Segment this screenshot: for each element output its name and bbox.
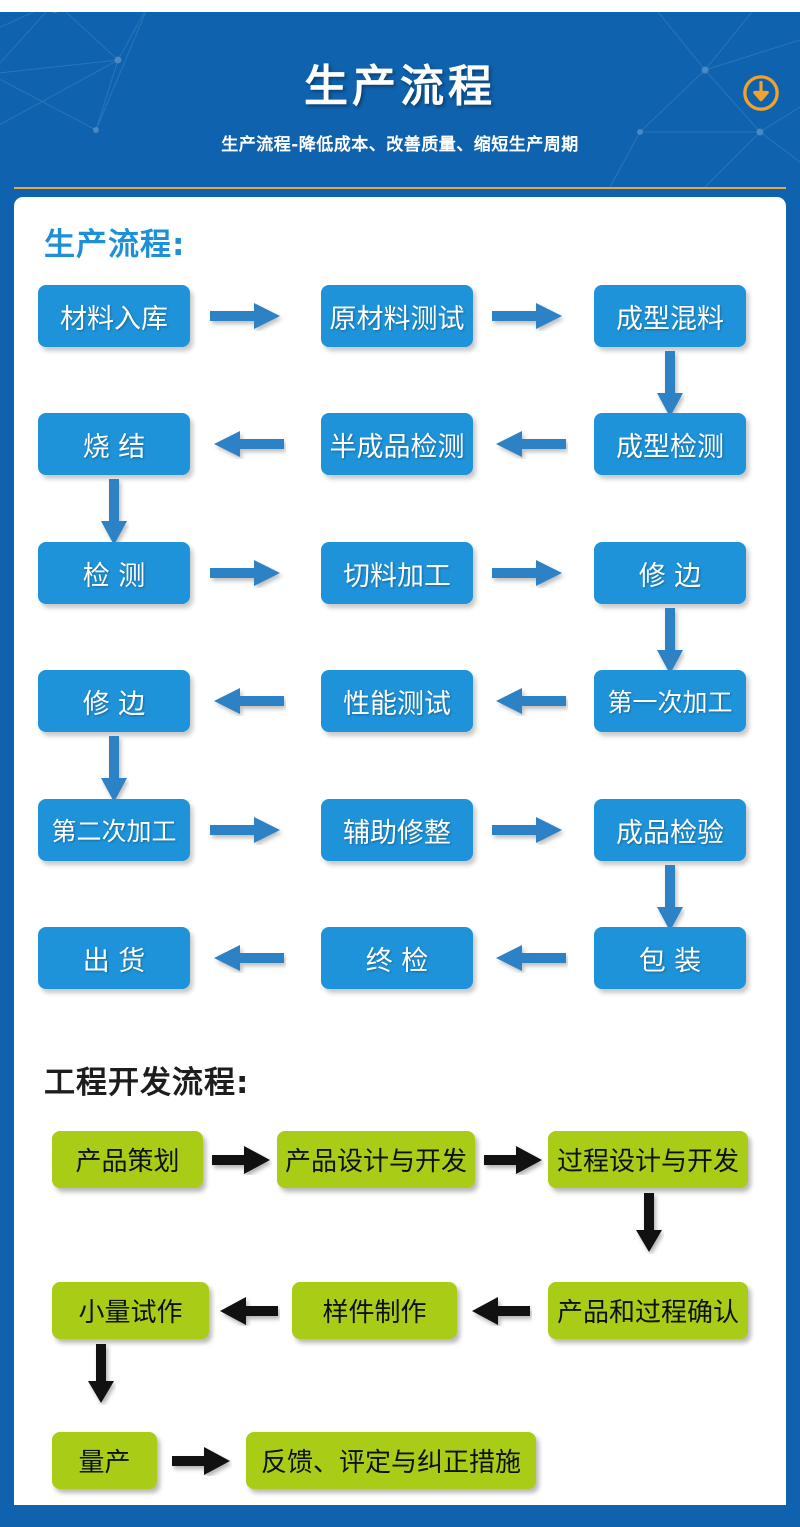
node-label: 样件制作 (322, 1298, 427, 1328)
arrow-right-engineering-0-1 (482, 1145, 544, 1175)
arrow-left-production-1-0 (208, 429, 286, 459)
node-label: 反馈、评定与纠正措施 (260, 1448, 521, 1478)
arrow-left-production-1-1 (490, 429, 568, 459)
arrow-left-engineering-1-1 (470, 1296, 532, 1326)
node-production-5-1[interactable]: 终 检 (321, 927, 473, 989)
node-production-4-0[interactable]: 第二次加工 (38, 799, 190, 861)
arrow-left-production-3-0 (208, 686, 286, 716)
arrow-left-production-3-1 (490, 686, 568, 716)
node-label: 第二次加工 (51, 817, 177, 846)
node-label: 小量试作 (78, 1298, 183, 1328)
network-pattern-decoration (0, 12, 800, 187)
node-engineering-1-2[interactable]: 产品和过程确认 (548, 1282, 748, 1339)
arrow-right-production-0-1 (490, 301, 568, 331)
arrow-down-engineering-0-2 (634, 1192, 664, 1254)
node-label: 性能测试 (343, 688, 451, 720)
node-label: 包 装 (638, 945, 702, 977)
section-heading-engineering: 工程开发流程: (44, 1065, 250, 1101)
node-engineering-0-1[interactable]: 产品设计与开发 (277, 1131, 475, 1188)
node-production-2-2[interactable]: 修 边 (594, 542, 746, 604)
arrow-right-production-4-1 (490, 815, 568, 845)
node-label: 产品设计与开发 (284, 1147, 467, 1177)
arrow-left-engineering-1-0 (218, 1296, 280, 1326)
header-divider (14, 187, 786, 189)
content-card: 生产流程: 材料入库 原材料测试 成型混料 (14, 197, 786, 1517)
page-title: 生产流程 (304, 61, 496, 112)
node-production-5-0[interactable]: 出 货 (38, 927, 190, 989)
node-label: 辅助修整 (343, 817, 451, 849)
arrow-down-production-0-2 (655, 349, 685, 419)
node-production-1-1[interactable]: 半成品检测 (321, 413, 473, 475)
arrow-down-production-4-2 (655, 863, 685, 933)
node-label: 检 测 (82, 560, 146, 592)
node-label: 产品和过程确认 (556, 1298, 739, 1328)
section-heading-production: 生产流程: (44, 227, 186, 263)
node-engineering-0-0[interactable]: 产品策划 (52, 1131, 203, 1188)
arrow-left-production-5-1 (490, 943, 568, 973)
download-arrow-icon[interactable] (742, 74, 780, 112)
node-production-3-2[interactable]: 第一次加工 (594, 670, 746, 732)
arrow-right-engineering-0-0 (210, 1145, 272, 1175)
node-production-3-1[interactable]: 性能测试 (321, 670, 473, 732)
node-label: 原材料测试 (329, 303, 465, 335)
node-label: 半成品检测 (329, 431, 465, 463)
node-label: 修 边 (638, 560, 702, 592)
node-label: 材料入库 (60, 303, 168, 335)
node-label: 过程设计与开发 (556, 1147, 739, 1177)
header-banner: 生产流程 生产流程-降低成本、改善质量、缩短生产周期 生产流程: 材料入库 原材… (0, 12, 800, 1527)
node-engineering-2-1[interactable]: 反馈、评定与纠正措施 (246, 1432, 536, 1489)
node-production-1-0[interactable]: 烧 结 (38, 413, 190, 475)
node-label: 成品检验 (616, 817, 724, 849)
node-label: 产品策划 (75, 1147, 180, 1177)
node-production-4-1[interactable]: 辅助修整 (321, 799, 473, 861)
node-engineering-1-1[interactable]: 样件制作 (292, 1282, 457, 1339)
arrow-down-production-3-0 (99, 734, 129, 804)
node-label: 第一次加工 (607, 688, 733, 717)
node-label: 量产 (78, 1448, 131, 1478)
arrow-right-engineering-2-0 (170, 1446, 232, 1476)
node-label: 终 检 (365, 945, 429, 977)
node-production-0-0[interactable]: 材料入库 (38, 285, 190, 347)
node-label: 烧 结 (82, 431, 146, 463)
node-label: 成型检测 (616, 431, 724, 463)
arrow-down-production-1-0 (99, 477, 129, 547)
node-engineering-0-2[interactable]: 过程设计与开发 (548, 1131, 748, 1188)
node-production-0-1[interactable]: 原材料测试 (321, 285, 473, 347)
node-label: 出 货 (82, 945, 146, 977)
node-production-1-2[interactable]: 成型检测 (594, 413, 746, 475)
node-label: 修 边 (82, 688, 146, 720)
arrow-down-engineering-1-0 (86, 1343, 116, 1405)
node-label: 切料加工 (343, 560, 451, 592)
page-subtitle: 生产流程-降低成本、改善质量、缩短生产周期 (221, 135, 579, 155)
node-engineering-2-0[interactable]: 量产 (52, 1432, 157, 1489)
node-engineering-1-0[interactable]: 小量试作 (52, 1282, 209, 1339)
arrow-right-production-2-0 (208, 558, 286, 588)
node-label: 成型混料 (616, 303, 724, 335)
arrow-down-production-2-2 (655, 606, 685, 676)
arrow-right-production-2-1 (490, 558, 568, 588)
node-production-2-1[interactable]: 切料加工 (321, 542, 473, 604)
node-production-0-2[interactable]: 成型混料 (594, 285, 746, 347)
arrow-right-production-4-0 (208, 815, 286, 845)
node-production-4-2[interactable]: 成品检验 (594, 799, 746, 861)
node-production-2-0[interactable]: 检 测 (38, 542, 190, 604)
bottom-blue-strip (0, 1505, 800, 1527)
arrow-left-production-5-0 (208, 943, 286, 973)
node-production-5-2[interactable]: 包 装 (594, 927, 746, 989)
node-production-3-0[interactable]: 修 边 (38, 670, 190, 732)
arrow-right-production-0-0 (208, 301, 286, 331)
